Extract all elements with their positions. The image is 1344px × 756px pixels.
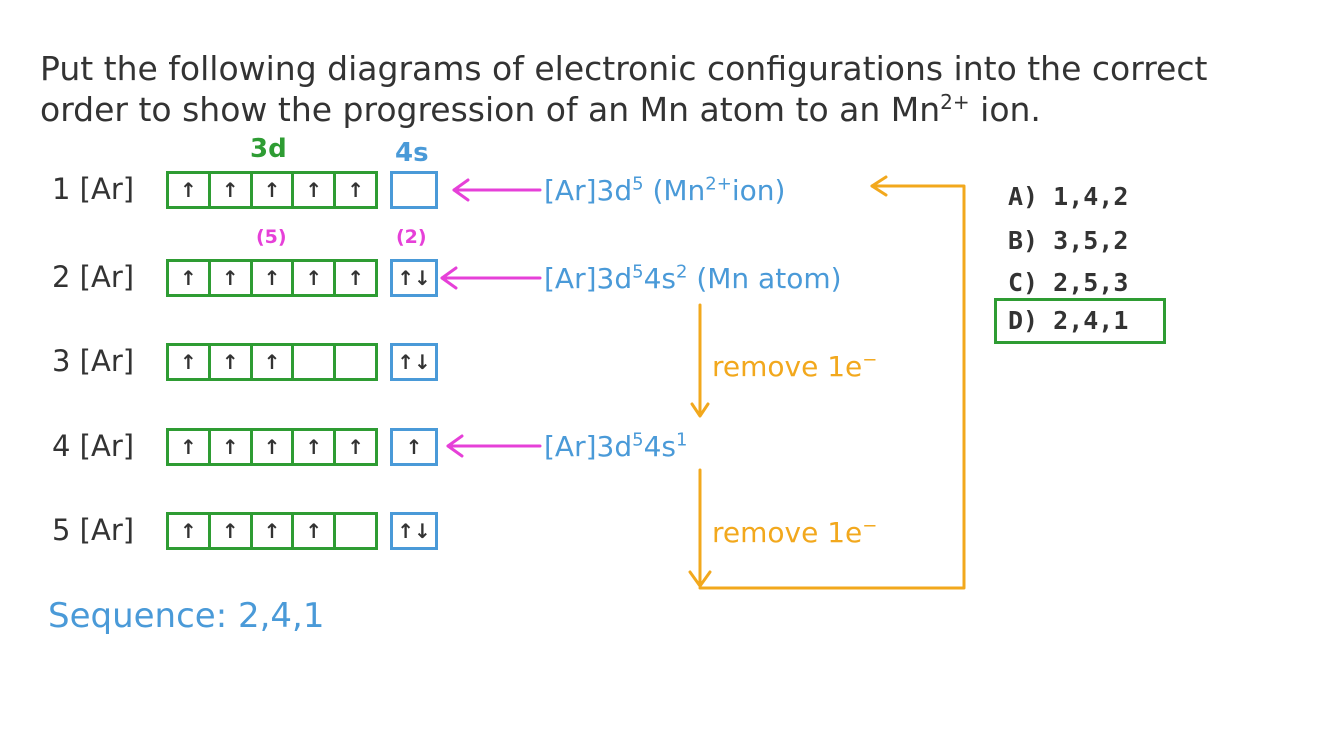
config-ion-sup-2: 2+ <box>705 173 732 195</box>
option-a: A) 1,4,2 <box>1008 182 1129 211</box>
question-line-2-text: order to show the progression of an Mn a… <box>40 90 941 129</box>
pink-arrowhead-row-4 <box>446 434 464 458</box>
pink-arrowhead-row-2 <box>440 266 458 290</box>
row-4-4s-orbital: ↑ <box>390 428 438 466</box>
orbital-4s: ↑↓ <box>397 519 431 543</box>
row-2-label: 2 [Ar] <box>52 260 135 294</box>
orbital-3d <box>291 346 333 378</box>
question-text: Put the following diagrams of electronic… <box>40 48 1320 130</box>
config-atom-end: (Mn atom) <box>687 262 842 295</box>
row-4-3d-orbitals: ↑ ↑ ↑ ↑ ↑ <box>166 428 378 466</box>
orbital-3d: ↑ <box>180 178 197 202</box>
row-2-4s-orbital: ↑↓ <box>390 259 438 297</box>
row-1-label: 1 [Ar] <box>52 172 135 206</box>
row-3-4s-orbital: ↑↓ <box>390 343 438 381</box>
remove-sup-1: − <box>862 349 878 371</box>
orbital-4s: ↑↓ <box>397 266 431 290</box>
orbital-3d: ↑ <box>291 262 333 294</box>
orbital-3d: ↑ <box>291 515 333 547</box>
orbital-3d: ↑ <box>333 431 375 463</box>
option-d: D) 2,4,1 <box>1008 306 1129 335</box>
config-atom-sup-1: 5 <box>632 261 644 283</box>
config-intermediate-sup-1: 5 <box>632 429 644 451</box>
config-intermediate: [Ar]3d54s1 <box>544 430 687 463</box>
label-two-electrons: (2) <box>396 226 427 248</box>
config-ion-mid: (Mn <box>643 174 706 207</box>
config-atom-main: [Ar]3d <box>544 262 633 295</box>
orbital-3d: ↑ <box>333 262 375 294</box>
orbital-3d: ↑ <box>249 346 292 378</box>
remove-electron-label-1: remove 1e− <box>712 350 877 383</box>
orbital-3d <box>333 515 375 547</box>
row-3-3d-orbitals: ↑ ↑ ↑ <box>166 343 378 381</box>
sequence-answer: Sequence: 2,4,1 <box>48 596 325 636</box>
config-intermediate-main: [Ar]3d <box>544 430 633 463</box>
header-3d: 3d <box>250 134 287 164</box>
orbital-3d: ↑ <box>207 346 250 378</box>
pink-arrowhead-row-1 <box>452 178 470 202</box>
option-b: B) 3,5,2 <box>1008 226 1129 255</box>
orbital-4s: ↑↓ <box>397 350 431 374</box>
row-3-label: 3 [Ar] <box>52 344 135 378</box>
row-1-3d-orbitals: ↑ ↑ ↑ ↑ ↑ <box>166 171 378 209</box>
orbital-3d: ↑ <box>207 262 250 294</box>
config-atom-sup-2: 2 <box>675 261 688 283</box>
orbital-3d: ↑ <box>291 431 333 463</box>
orbital-3d: ↑ <box>333 174 375 206</box>
orbital-3d: ↑ <box>207 431 250 463</box>
config-ion: [Ar]3d5 (Mn2+ion) <box>544 174 785 207</box>
remove-electron-label-2: remove 1e− <box>712 516 877 549</box>
orbital-3d <box>333 346 375 378</box>
correct-option-highlight <box>994 298 1166 344</box>
question-line-2-end: ion. <box>969 90 1041 129</box>
remove-sup-2: − <box>862 515 878 537</box>
orange-arrowhead-down-1 <box>690 402 710 418</box>
row-5-label: 5 [Ar] <box>52 513 135 547</box>
row-4-label: 4 [Ar] <box>52 429 135 463</box>
option-c: C) 2,5,3 <box>1008 268 1129 297</box>
orange-loop-to-ion <box>698 184 966 590</box>
orbital-4s: ↑ <box>405 435 423 459</box>
orbital-3d: ↑ <box>249 262 292 294</box>
row-2-3d-orbitals: ↑ ↑ ↑ ↑ ↑ <box>166 259 378 297</box>
orange-arrowhead-left <box>870 175 888 197</box>
orbital-3d: ↑ <box>207 515 250 547</box>
orbital-3d: ↑ <box>180 266 197 290</box>
config-intermediate-sup-2: 1 <box>675 429 688 451</box>
config-ion-end: ion) <box>731 174 786 207</box>
orbital-3d: ↑ <box>180 350 197 374</box>
orbital-3d: ↑ <box>207 174 250 206</box>
orange-arrowhead-down-2 <box>688 570 712 588</box>
config-ion-sup-1: 5 <box>632 173 644 195</box>
orbital-3d: ↑ <box>180 435 197 459</box>
config-atom-mid: 4s <box>643 262 676 295</box>
config-atom: [Ar]3d54s2 (Mn atom) <box>544 262 842 295</box>
row-5-4s-orbital: ↑↓ <box>390 512 438 550</box>
question-line-1: Put the following diagrams of electronic… <box>40 49 1208 88</box>
orbital-3d: ↑ <box>180 519 197 543</box>
remove-text-2: remove 1e <box>712 516 863 549</box>
orbital-3d: ↑ <box>249 515 292 547</box>
orbital-3d: ↑ <box>249 174 292 206</box>
orbital-3d: ↑ <box>291 174 333 206</box>
question-line-2: order to show the progression of an Mn a… <box>40 89 1320 130</box>
orbital-3d: ↑ <box>249 431 292 463</box>
remove-text-1: remove 1e <box>712 350 863 383</box>
header-4s: 4s <box>395 138 429 168</box>
label-five-electrons: (5) <box>256 226 287 248</box>
config-intermediate-mid: 4s <box>643 430 676 463</box>
row-5-3d-orbitals: ↑ ↑ ↑ ↑ <box>166 512 378 550</box>
row-1-4s-orbital <box>390 171 438 209</box>
config-ion-main: [Ar]3d <box>544 174 633 207</box>
ion-charge-superscript: 2+ <box>940 90 970 114</box>
